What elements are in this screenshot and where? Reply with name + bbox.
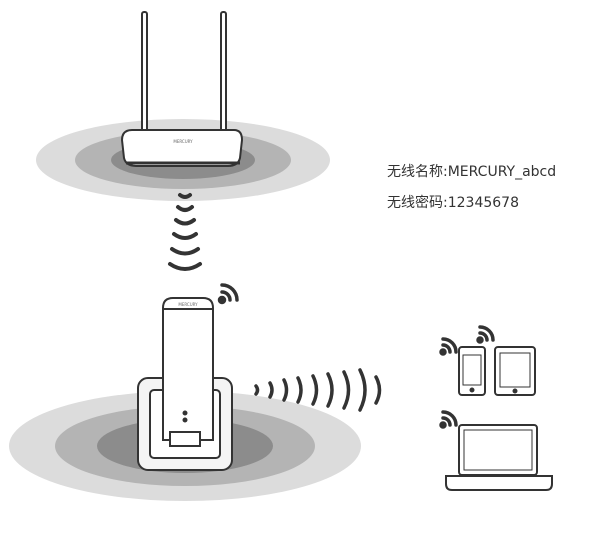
wifi-password: 无线密码:12345678 (387, 192, 519, 212)
device-wifi-icons (439, 325, 495, 429)
wifi-icon (217, 283, 239, 305)
svg-text:MERCURY: MERCURY (178, 302, 198, 307)
ssid-label: 无线名称: (387, 164, 448, 180)
svg-text:MERCURY: MERCURY (173, 139, 193, 144)
downlink-signal-icon (168, 193, 202, 271)
range-extender: MERCURY (137, 297, 233, 471)
router: MERCURY (120, 11, 244, 167)
tablet-icon (494, 346, 536, 396)
password-value: 12345678 (447, 195, 519, 211)
ssid-value: MERCURY_abcd (447, 164, 557, 180)
phone-icon (458, 346, 486, 396)
wifi-ssid: 无线名称:MERCURY_abcd (387, 161, 556, 181)
laptop-icon (445, 424, 553, 491)
broadcast-signal-icon (254, 368, 382, 412)
client-devices (439, 325, 553, 491)
password-label: 无线密码: (387, 195, 448, 211)
